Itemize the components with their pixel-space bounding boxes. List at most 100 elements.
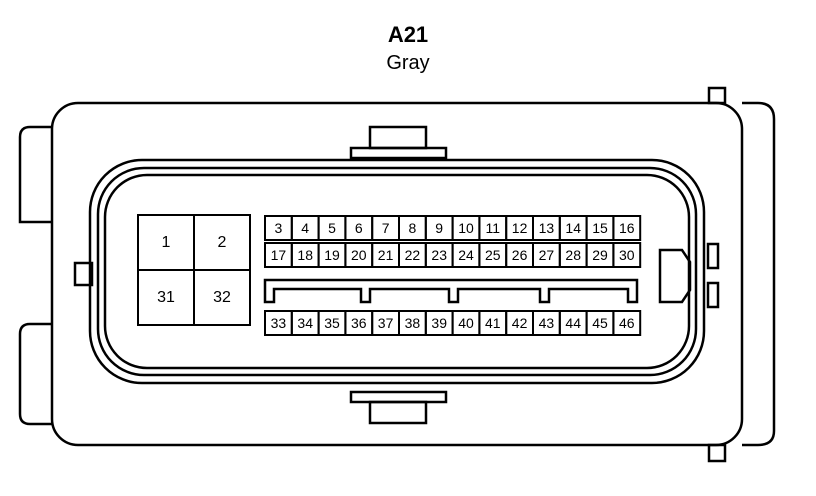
- pin-8: 8: [398, 215, 427, 241]
- pin-14: 14: [558, 215, 588, 241]
- left-key-tab: [73, 261, 94, 287]
- pin-number: 7: [382, 220, 390, 236]
- pin-number: 41: [485, 315, 501, 331]
- pin-number: 18: [297, 247, 313, 263]
- pin-15: 15: [585, 215, 615, 241]
- large-pin-31: 31: [137, 269, 195, 326]
- pin-5: 5: [317, 215, 347, 241]
- pin-26: 26: [505, 242, 535, 268]
- pin-30: 30: [612, 242, 642, 268]
- pin-number: 24: [458, 247, 474, 263]
- pin-42: 42: [505, 310, 535, 336]
- pin-number: 12: [512, 220, 528, 236]
- pin-number: 15: [592, 220, 608, 236]
- pin-number: 2: [218, 234, 227, 251]
- left-upper-latch: [18, 125, 52, 224]
- pin-cavity: [612, 310, 642, 336]
- cavity-key: [658, 248, 692, 304]
- pin-number: 36: [351, 315, 367, 331]
- connector-code: A21: [387, 22, 429, 47]
- pin-9: 9: [424, 215, 454, 241]
- pin-number: 19: [324, 247, 340, 263]
- cavity-mid-wall: [96, 166, 698, 377]
- left-lower-latch: [18, 322, 52, 426]
- bottom-lock-base: [349, 390, 448, 404]
- pin-number: 32: [213, 289, 231, 306]
- pin-number: 23: [431, 247, 447, 263]
- pin-34: 34: [290, 310, 320, 336]
- pin-6: 6: [344, 215, 374, 241]
- pin-24: 24: [451, 242, 481, 268]
- pin-number: 39: [431, 315, 447, 331]
- pin-number: 17: [271, 247, 287, 263]
- pin-44: 44: [558, 310, 588, 336]
- pin-33: 33: [264, 310, 293, 336]
- pin-number: 33: [271, 315, 287, 331]
- pin-cavity: [193, 269, 251, 326]
- pin-18: 18: [290, 242, 320, 268]
- pin-number: 43: [539, 315, 555, 331]
- pin-22: 22: [398, 242, 427, 268]
- pin-13: 13: [532, 215, 561, 241]
- pin-46: 46: [612, 310, 642, 336]
- right-cover: [742, 101, 776, 447]
- pin-11: 11: [478, 215, 508, 241]
- pin-number: 10: [458, 220, 474, 236]
- pin-number: 27: [539, 247, 555, 263]
- pin-3: 3: [264, 215, 293, 241]
- pin-number: 30: [619, 247, 635, 263]
- pin-4: 4: [290, 215, 320, 241]
- pin-29: 29: [585, 242, 615, 268]
- polarising-bar: [263, 278, 639, 304]
- pin-cavity: [612, 242, 642, 268]
- pin-21: 21: [371, 242, 401, 268]
- pin-number: 29: [592, 247, 608, 263]
- top-lock: [368, 125, 428, 150]
- pin-number: 4: [301, 220, 309, 236]
- pin-number: 31: [157, 289, 175, 306]
- pin-cavity: [612, 215, 642, 241]
- pin-number: 11: [486, 220, 501, 236]
- pin-number: 3: [275, 220, 283, 236]
- pin-38: 38: [398, 310, 427, 336]
- pin-41: 41: [478, 310, 508, 336]
- pin-16: 16: [612, 215, 642, 241]
- pin-number: 8: [409, 220, 417, 236]
- pin-28: 28: [558, 242, 588, 268]
- connector-housing: [50, 101, 744, 447]
- pin-number: 13: [539, 220, 555, 236]
- pin-40: 40: [451, 310, 481, 336]
- pin-number: 5: [328, 220, 336, 236]
- pin-number: 44: [565, 315, 581, 331]
- pin-45: 45: [585, 310, 615, 336]
- pin-number: 9: [435, 220, 443, 236]
- pin-17: 17: [264, 242, 293, 268]
- top-lock-base: [349, 146, 448, 160]
- cavity-inner-wall: [103, 173, 691, 370]
- pin-number: 38: [405, 315, 421, 331]
- pin-36: 36: [344, 310, 374, 336]
- large-pin-1: 1: [137, 214, 195, 271]
- pin-number: 16: [619, 220, 635, 236]
- large-pin-2: 2: [193, 214, 251, 271]
- pin-39: 39: [424, 310, 454, 336]
- connector-color: Gray: [386, 52, 430, 74]
- pin-number: 1: [162, 234, 171, 251]
- pin-number: 45: [592, 315, 608, 331]
- bottom-lock: [368, 400, 428, 425]
- pin-number: 28: [565, 247, 581, 263]
- pin-19: 19: [317, 242, 347, 268]
- pin-number: 34: [297, 315, 313, 331]
- pin-number: 25: [485, 247, 501, 263]
- pin-number: 46: [619, 315, 635, 331]
- right-key-lower: [706, 281, 720, 309]
- pin-7: 7: [371, 215, 401, 241]
- pin-number: 20: [351, 247, 367, 263]
- pin-number: 6: [355, 220, 363, 236]
- pin-20: 20: [344, 242, 374, 268]
- right-bottom-tab: [707, 443, 727, 463]
- pin-12: 12: [505, 215, 535, 241]
- large-pin-32: 32: [193, 269, 251, 326]
- pin-number: 22: [405, 247, 421, 263]
